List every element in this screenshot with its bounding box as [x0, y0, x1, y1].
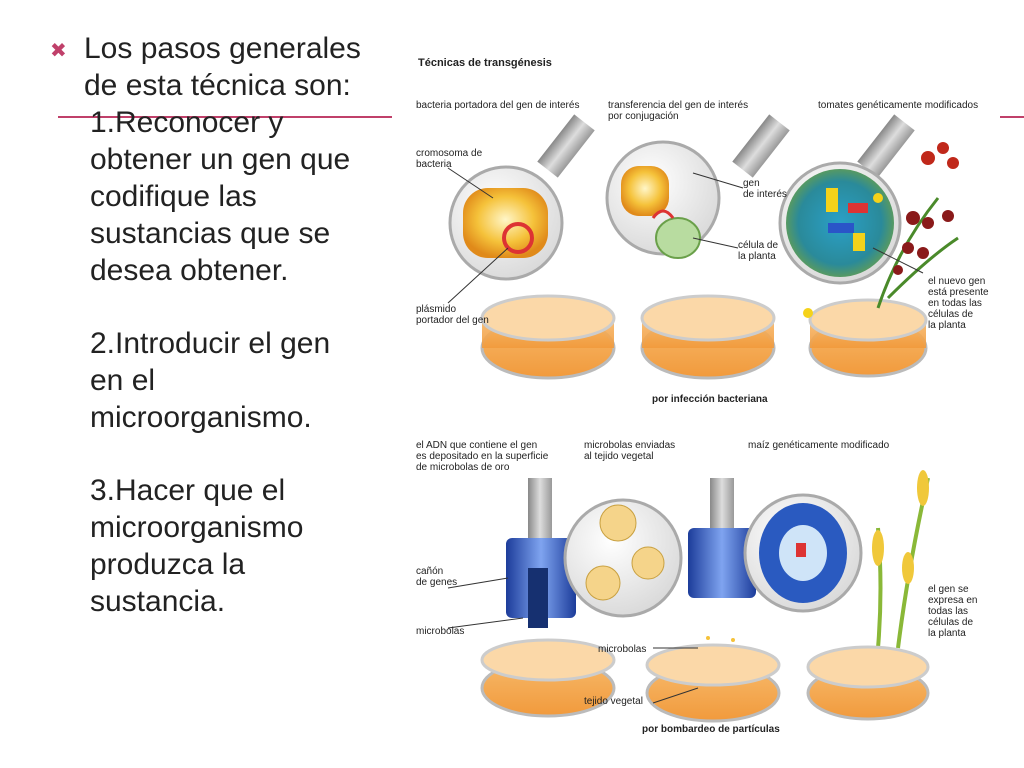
label-microballs-sent: microbolas enviadas al tejido vegetal: [584, 440, 676, 462]
maize-plant: [872, 470, 930, 649]
label-plasmid: plásmido portador del gen: [416, 304, 489, 326]
label-bacteria: bacteria portadora del gen de interés: [416, 100, 580, 111]
transgenesis-figure: Técnicas de transgénesis bacteria portad…: [408, 48, 998, 748]
tomato-plant: [803, 142, 959, 318]
accent-rule-left: [58, 116, 392, 118]
figure-title: Técnicas de transgénesis: [418, 57, 552, 69]
label-tissue: tejido vegetal: [584, 696, 643, 707]
label-plant-cell: célula de la planta: [738, 240, 779, 262]
label-new-gene: el nuevo gen está presente en todas las …: [928, 276, 989, 331]
figure-illustration: [447, 114, 959, 723]
x-mark-icon: ✖: [50, 40, 67, 62]
slide-text: ✖ Los pasos generales de esta técnica so…: [44, 30, 364, 620]
slide-heading: Los pasos generales de esta técnica son:: [84, 32, 361, 102]
bullet-item: ✖ Los pasos generales de esta técnica so…: [44, 30, 364, 620]
caption-bacterial: por infección bacteriana: [652, 394, 768, 405]
label-gene: gen de interés: [743, 178, 787, 200]
label-microballs-2: microbolas: [598, 644, 647, 655]
label-dna: el ADN que contiene el gen es depositado…: [416, 440, 549, 473]
label-maize: maíz genéticamente modificado: [748, 440, 890, 451]
accent-rule-right: [1000, 116, 1024, 118]
label-chromosome: cromosoma de bacteria: [416, 148, 483, 170]
label-transfer: transferencia del gen de interés por con…: [608, 100, 749, 122]
caption-bombardment: por bombardeo de partículas: [642, 724, 780, 735]
petri-dish-1: [480, 294, 616, 380]
label-gene-gun: cañón de genes: [416, 566, 458, 588]
label-microballs: microbolas: [416, 626, 465, 637]
step-2: 2.Introducir el gen en el microorganismo…: [90, 327, 331, 434]
label-expressed: el gen se expresa en todas las células d…: [928, 584, 978, 639]
gene-gun-2: [688, 478, 756, 650]
label-tomatoes: tomates genéticamente modificados: [818, 100, 979, 111]
gene-gun-1: [506, 478, 576, 628]
step-3: 3.Hacer que el microorganismo produzca l…: [90, 474, 304, 618]
step-1: 1.Reconocer y obtener un gen que codifiq…: [90, 106, 351, 287]
